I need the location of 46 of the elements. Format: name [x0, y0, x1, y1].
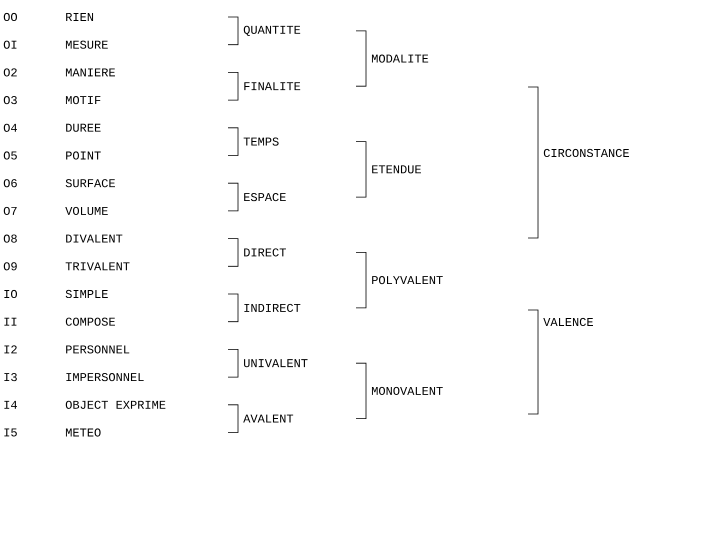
code-number: O2 — [4, 68, 17, 76]
code-number: I2 — [4, 345, 17, 354]
code-number: O7 — [4, 206, 17, 215]
category-label: UNIVALENT — [244, 359, 308, 368]
code-number: II — [4, 318, 16, 326]
item-label: VOLUME — [65, 206, 108, 215]
code-number: O3 — [4, 96, 17, 104]
item-label: IMPERSONNEL — [66, 373, 144, 382]
item-label: SIMPLE — [66, 290, 108, 298]
item-label: TRIVALENT — [66, 262, 130, 270]
category-label: CIRCONSTANCE — [544, 148, 629, 158]
category-label: MODALITE — [372, 54, 428, 63]
item-label: COMPOSE — [66, 318, 115, 326]
category-label: VALENCE — [543, 318, 593, 326]
code-number: I3 — [4, 373, 17, 382]
item-label: METEO — [66, 428, 101, 437]
category-label: FINALITE — [244, 82, 300, 90]
code-number: I5 — [4, 428, 17, 436]
category-label: DIRECT — [244, 248, 286, 256]
item-label: POINT — [66, 151, 101, 160]
item-label: PERSONNEL — [66, 345, 130, 354]
code-number: O6 — [4, 179, 17, 188]
category-label: POLYVALENT — [372, 276, 443, 284]
category-label: AVALENT — [243, 414, 294, 423]
category-label: ESPACE — [244, 193, 286, 202]
category-label: QUANTITE — [244, 26, 300, 36]
code-number: OO — [4, 12, 17, 22]
item-label: DUREE — [66, 124, 101, 132]
code-number: OI — [4, 40, 16, 49]
category-label: INDIRECT — [244, 304, 300, 312]
category-label: MONOVALENT — [372, 386, 443, 395]
item-label: MESURE — [66, 40, 108, 49]
item-label: RIEN — [66, 13, 94, 21]
item-label: OBJECT EXPRIME — [66, 400, 166, 409]
item-label: DIVALENT — [66, 234, 122, 243]
item-label: MANIERE — [66, 68, 115, 76]
category-label: ETENDUE — [372, 165, 421, 174]
code-number: I4 — [4, 400, 17, 409]
category-label: TEMPS — [244, 138, 279, 146]
code-number: O8 — [4, 234, 17, 243]
code-number: O5 — [4, 151, 17, 160]
code-number: O9 — [4, 262, 17, 270]
item-label: SURFACE — [66, 179, 115, 188]
code-number: O4 — [4, 124, 17, 132]
code-number: IO — [4, 290, 17, 298]
item-label: MOTIF — [66, 96, 100, 104]
